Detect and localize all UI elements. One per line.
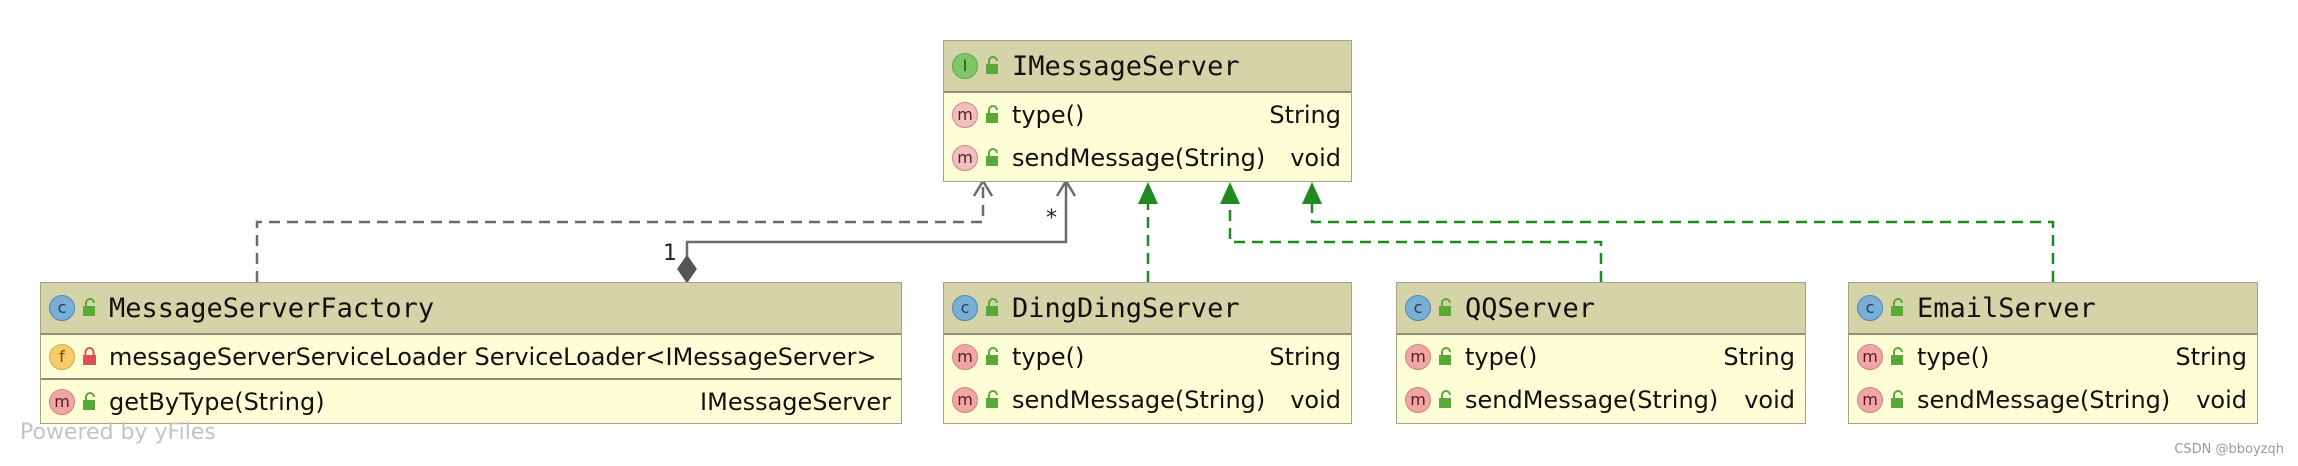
composition-edge xyxy=(685,182,1068,262)
member-type: void xyxy=(1290,143,1341,172)
member-row: m sendMessage(String) void xyxy=(1849,378,2257,421)
member-name: type() xyxy=(1917,342,1990,371)
member-row: m type() String xyxy=(944,335,1351,378)
member-type: ServiceLoader<IMessageServer> xyxy=(474,342,877,371)
abstract-method-icon: m xyxy=(952,101,978,128)
public-unlocked-icon xyxy=(1437,389,1455,410)
qqserver-header: c QQServer xyxy=(1397,283,1805,335)
class-icon: c xyxy=(1857,295,1883,321)
member-name: type() xyxy=(1012,100,1085,129)
member-type: IMessageServer xyxy=(700,387,891,416)
member-type: void xyxy=(1744,385,1795,414)
realization-arrowhead-email xyxy=(1302,182,1322,204)
dingdingserver-node[interactable]: c DingDingServer m type() String m sendM… xyxy=(943,282,1352,424)
imessageserver-title: IMessageServer xyxy=(1012,50,1240,82)
method-icon: m xyxy=(952,386,978,413)
member-name: messageServerServiceLoader xyxy=(109,342,467,371)
method-icon: m xyxy=(1857,386,1883,413)
public-unlocked-icon xyxy=(984,389,1002,410)
method-icon: m xyxy=(1405,386,1431,413)
field-icon: f xyxy=(49,343,75,370)
class-icon: c xyxy=(952,295,978,321)
multiplicity-one-label: 1 xyxy=(663,241,677,266)
realization-arrowhead-qq xyxy=(1220,182,1240,204)
messageserverfactory-title: MessageServerFactory xyxy=(109,292,435,324)
qqserver-title: QQServer xyxy=(1465,292,1596,324)
member-row: m sendMessage(String) void xyxy=(944,378,1351,421)
member-name: sendMessage(String) xyxy=(1012,143,1266,172)
method-icon: m xyxy=(49,388,75,415)
imessageserver-node[interactable]: I IMessageServer m type() String m sendM… xyxy=(943,40,1352,182)
emailserver-header: c EmailServer xyxy=(1849,283,2257,335)
member-row: m sendMessage(String) void xyxy=(1397,378,1805,421)
source-watermark: CSDN @bboyzqh xyxy=(2174,442,2284,457)
class-icon: c xyxy=(49,295,75,321)
public-unlocked-icon xyxy=(1437,298,1455,318)
member-name: type() xyxy=(1465,342,1538,371)
qqserver-node[interactable]: c QQServer m type() String m sendMessage… xyxy=(1396,282,1806,424)
multiplicity-many-label: * xyxy=(1046,206,1057,231)
emailserver-title: EmailServer xyxy=(1917,292,2096,324)
method-icon: m xyxy=(1405,343,1431,370)
interface-icon: I xyxy=(952,53,978,79)
public-unlocked-icon xyxy=(1889,346,1907,367)
public-unlocked-icon xyxy=(984,56,1002,76)
dingdingserver-title: DingDingServer xyxy=(1012,292,1240,324)
public-unlocked-icon xyxy=(81,298,99,318)
member-type: void xyxy=(2196,385,2247,414)
member-name: sendMessage(String) xyxy=(1012,385,1266,414)
member-type: String xyxy=(1269,100,1341,129)
member-row: f messageServerServiceLoader ServiceLoad… xyxy=(41,335,901,378)
method-icon: m xyxy=(952,343,978,370)
abstract-method-icon: m xyxy=(952,144,978,171)
member-row: m type() String xyxy=(944,93,1351,136)
member-name: type() xyxy=(1012,342,1085,371)
member-row: m getByType(String) IMessageServer xyxy=(41,380,901,423)
class-icon: c xyxy=(1405,295,1431,321)
member-row: m sendMessage(String) void xyxy=(944,136,1351,179)
public-unlocked-icon xyxy=(984,298,1002,318)
member-type: String xyxy=(2175,342,2247,371)
composition-diamond xyxy=(677,254,697,284)
member-type: String xyxy=(1269,342,1341,371)
realization-edge-email xyxy=(1310,202,2055,282)
public-unlocked-icon xyxy=(81,391,99,412)
messageserverfactory-header: c MessageServerFactory xyxy=(41,283,901,335)
public-unlocked-icon xyxy=(984,346,1002,367)
public-unlocked-icon xyxy=(1889,298,1907,318)
imessageserver-header: I IMessageServer xyxy=(944,41,1351,93)
member-name: sendMessage(String) xyxy=(1917,385,2171,414)
method-icon: m xyxy=(1857,343,1883,370)
member-separator xyxy=(41,378,901,380)
member-row: m type() String xyxy=(1397,335,1805,378)
emailserver-node[interactable]: c EmailServer m type() String m sendMess… xyxy=(1848,282,2258,424)
member-name: getByType(String) xyxy=(109,387,325,416)
private-lock-icon xyxy=(81,346,99,367)
public-unlocked-icon xyxy=(984,147,1002,168)
dingdingserver-header: c DingDingServer xyxy=(944,283,1351,335)
realization-edge-qq xyxy=(1228,202,1603,282)
dependency-edge xyxy=(255,182,985,282)
public-unlocked-icon xyxy=(1437,346,1455,367)
public-unlocked-icon xyxy=(1889,389,1907,410)
messageserverfactory-node[interactable]: c MessageServerFactory f messageServerSe… xyxy=(40,282,902,424)
member-type: String xyxy=(1723,342,1795,371)
public-unlocked-icon xyxy=(984,104,1002,125)
member-name: sendMessage(String) xyxy=(1465,385,1719,414)
member-type: void xyxy=(1290,385,1341,414)
powered-by-watermark: Powered by yFiles xyxy=(20,420,216,445)
member-row: m type() String xyxy=(1849,335,2257,378)
realization-arrowhead-dingding xyxy=(1138,182,1158,204)
